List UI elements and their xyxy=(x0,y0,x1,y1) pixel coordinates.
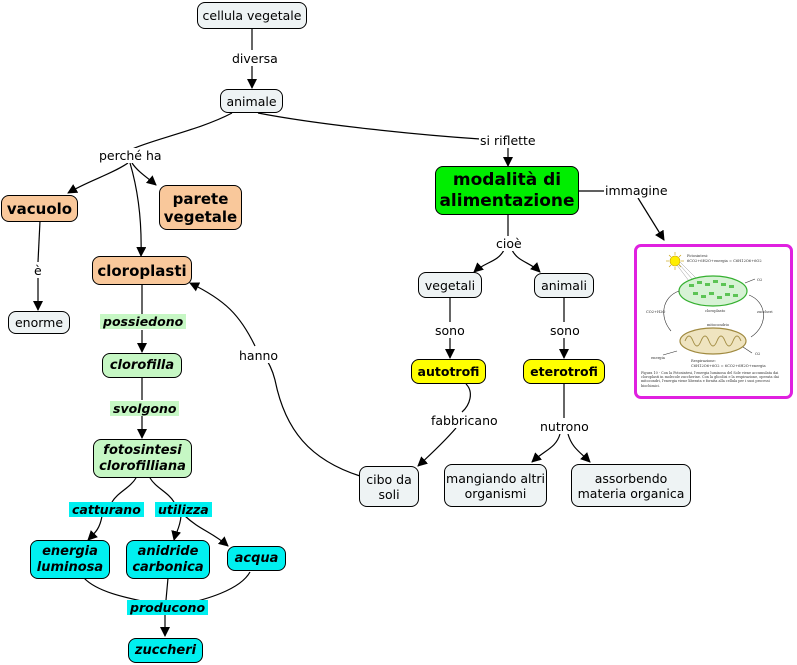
edge-autotrofi-fabbricano xyxy=(461,383,471,413)
chloroplast-shape xyxy=(678,275,748,307)
node-autotrofi[interactable]: autotrofi xyxy=(411,359,486,384)
edge-utilizza-acqua xyxy=(184,515,229,547)
edge-utilizza-anidride xyxy=(171,515,182,541)
edge-fabbricano-cibo xyxy=(417,427,457,467)
edge-percheha-parete xyxy=(131,162,157,186)
edge-immagine-image xyxy=(637,197,665,241)
edge-animale-percheha xyxy=(129,112,233,151)
link-label-svolgono: svolgono xyxy=(110,401,180,416)
image-text-eq-bottom: C6H12O6+6O2 = 6CO2+6H2O+energia xyxy=(691,364,766,368)
edge-anidride-producono xyxy=(165,577,169,601)
link-label-diversa: diversa xyxy=(231,51,279,66)
edge-hanno-cloroplasti xyxy=(189,282,256,347)
link-label-producono: producono xyxy=(127,600,209,615)
node-cellula-vegetale[interactable]: cellula vegetale xyxy=(197,2,307,29)
link-label-sono-1: sono xyxy=(434,323,466,338)
node-clorofilla[interactable]: clorofilla xyxy=(102,353,182,378)
edge-cioe-animali xyxy=(511,249,541,273)
link-label-e: è xyxy=(33,263,43,278)
node-anidride-carbonica[interactable]: anidride carbonica xyxy=(126,540,210,579)
node-cibo-da-soli[interactable]: cibo da soli xyxy=(359,466,419,507)
node-fotosintesi[interactable]: fotosintesi clorofilliana xyxy=(93,439,192,478)
image-text-right: zuccheri xyxy=(757,310,773,314)
link-label-perche-ha: perché ha xyxy=(98,148,163,163)
edge-cibo-hanno xyxy=(261,351,361,477)
image-text-eq-top: 6CO2+6H2O+energia = C6H12O6+6O2 xyxy=(687,259,762,263)
link-label-catturano: catturano xyxy=(69,502,144,517)
link-label-cioe: cioè xyxy=(495,236,523,251)
edge-catturano-energia xyxy=(87,515,103,541)
node-image-photosynthesis-respiration[interactable]: Fotosintesi: 6CO2+6H2O+energia = C6H12O6… xyxy=(634,244,793,399)
node-energia-luminosa[interactable]: energia luminosa xyxy=(30,540,110,579)
node-cloroplasti[interactable]: cloroplasti xyxy=(92,256,192,285)
node-eterotrofi[interactable]: eterotrofi xyxy=(523,359,605,384)
node-modalita-alimentazione[interactable]: modalità di alimentazione xyxy=(435,166,579,215)
edge-percheha-cloroplasti xyxy=(129,162,147,257)
edge-percheha-vacuolo xyxy=(67,162,129,194)
edge-nutrono-assorbendo xyxy=(567,433,591,463)
sun-icon xyxy=(666,252,698,282)
image-text-mito: mitocondrio xyxy=(707,323,729,327)
node-animale[interactable]: animale xyxy=(220,89,283,113)
image-text-energy: energia xyxy=(651,356,666,360)
image-text-chloroplast: cloroplasto xyxy=(705,309,725,313)
link-label-hanno: hanno xyxy=(238,348,280,363)
mitochondrion-shape xyxy=(679,327,747,355)
edge-nutrono-mangiando xyxy=(531,433,561,463)
edge-fotosintesi-catturano xyxy=(111,477,137,503)
node-assorbendo[interactable]: assorbendo materia organica xyxy=(571,464,691,507)
node-acqua[interactable]: acqua xyxy=(227,546,286,571)
node-vegetali[interactable]: vegetali xyxy=(418,272,482,298)
photosynthesis-diagram-image: Fotosintesi: 6CO2+6H2O+energia = C6H12O6… xyxy=(641,252,779,388)
image-caption: Figura 10 - Con la Fotosintesi, l'energi… xyxy=(641,371,779,388)
image-text-photosynthesis: Fotosintesi: xyxy=(687,254,708,258)
image-text-o2-top: O2 xyxy=(757,278,762,282)
node-parete-vegetale[interactable]: parete vegetale xyxy=(159,185,242,230)
image-text-respiration: Respirazione: xyxy=(691,359,716,363)
node-enorme[interactable]: enorme xyxy=(8,311,70,334)
edge-cioe-vegetali xyxy=(473,249,505,273)
node-animali[interactable]: animali xyxy=(534,273,594,298)
link-label-si-riflette: si riflette xyxy=(479,133,537,148)
node-zuccheri[interactable]: zuccheri xyxy=(128,638,203,663)
image-text-left: CO2+H2O xyxy=(646,310,665,314)
link-label-nutrono: nutrono xyxy=(539,419,590,434)
link-label-immagine: immagine xyxy=(604,183,669,198)
image-text-o2-bottom: O2 xyxy=(755,352,760,356)
edge-vacuolo-e xyxy=(37,220,41,263)
link-label-fabbricano: fabbricano xyxy=(430,413,499,428)
edge-fotosintesi-utilizza xyxy=(149,477,175,503)
link-label-utilizza: utilizza xyxy=(155,502,212,517)
link-label-sono-2: sono xyxy=(549,323,581,338)
link-label-possiedono: possiedono xyxy=(100,314,187,329)
edge-animale-siriflette xyxy=(257,112,481,140)
node-vacuolo[interactable]: vacuolo xyxy=(1,195,78,222)
node-mangiando[interactable]: mangiando altri organismi xyxy=(444,464,547,507)
